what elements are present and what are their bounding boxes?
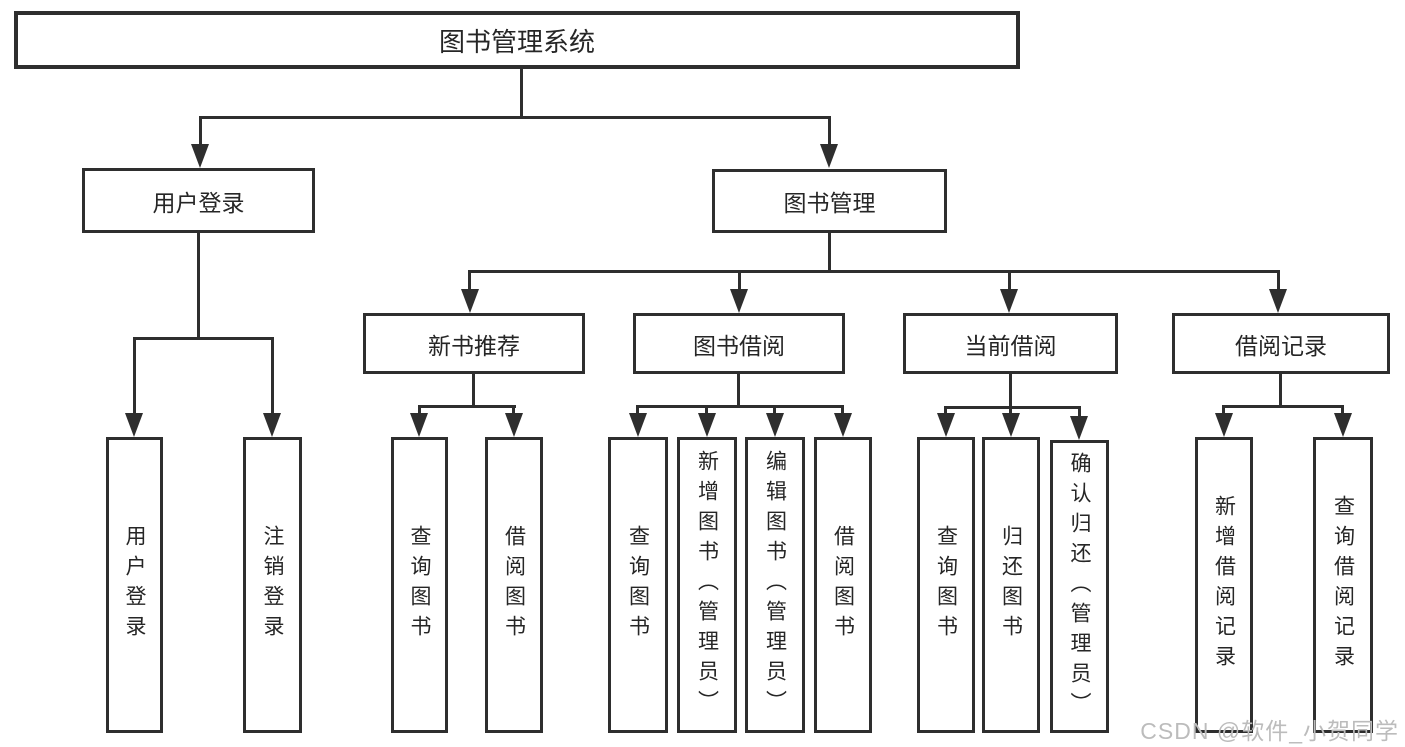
node-leaf-edit-books-admin-label: 编辑图书（管理员） xyxy=(763,450,787,720)
connector-arrow-shaft xyxy=(773,408,776,415)
csdn-watermark: CSDN @软件_小贺同学 xyxy=(1140,718,1399,744)
node-book-management: 图书管理 xyxy=(712,169,947,233)
node-leaf-user-login-label: 用户登录 xyxy=(123,525,146,645)
node-book-management-label: 图书管理 xyxy=(783,190,876,216)
arrowhead-down-icon xyxy=(1269,289,1287,313)
connector-book-borrow-stem xyxy=(737,374,740,408)
connector-current-borrow-rail xyxy=(944,406,1081,409)
connector-level2-rail xyxy=(199,116,831,119)
arrowhead-down-icon xyxy=(125,413,143,437)
node-new-book-recommend: 新书推荐 xyxy=(363,313,585,374)
arrowhead-down-icon xyxy=(766,413,784,437)
node-new-book-recommend-label: 新书推荐 xyxy=(428,332,520,359)
node-library-system: 图书管理系统 xyxy=(14,11,1020,69)
node-leaf-query-books-1-label: 查询图书 xyxy=(408,525,431,645)
arrowhead-down-icon xyxy=(730,289,748,313)
arrowhead-down-icon xyxy=(820,144,838,168)
arrowhead-down-icon xyxy=(1334,413,1352,437)
node-leaf-return-books: 归还图书 xyxy=(982,437,1040,733)
node-leaf-add-books-admin: 新增图书（管理员） xyxy=(677,437,737,733)
arrowhead-down-icon xyxy=(505,413,523,437)
node-leaf-query-books-2-label: 查询图书 xyxy=(626,525,650,645)
node-leaf-borrow-books-2: 借阅图书 xyxy=(814,437,872,733)
connector-arrow-shaft xyxy=(1341,408,1344,415)
node-leaf-add-borrow-record-label: 新增借阅记录 xyxy=(1212,495,1236,675)
connector-borrow-records-stem xyxy=(1279,374,1282,408)
node-leaf-logout: 注销登录 xyxy=(243,437,302,733)
arrowhead-down-icon xyxy=(1070,416,1088,440)
connector-arrow-shaft xyxy=(1222,408,1225,415)
node-leaf-borrow-books-1: 借阅图书 xyxy=(485,437,543,733)
node-leaf-query-borrow-record: 查询借阅记录 xyxy=(1313,437,1373,733)
arrowhead-down-icon xyxy=(698,413,716,437)
node-leaf-query-books-1: 查询图书 xyxy=(391,437,448,733)
node-book-borrow: 图书借阅 xyxy=(633,313,845,374)
arrowhead-down-icon xyxy=(629,413,647,437)
connector-user-login-rail xyxy=(133,337,274,340)
arrowhead-down-icon xyxy=(1000,289,1018,313)
arrowhead-down-icon xyxy=(834,413,852,437)
connector-arrow-shaft xyxy=(705,408,708,415)
connector-level3-rail xyxy=(468,270,1280,273)
node-leaf-query-books-2: 查询图书 xyxy=(608,437,668,733)
connector-arrow-shaft xyxy=(271,340,274,414)
connector-arrow-shaft xyxy=(418,408,421,415)
connector-arrow-shaft xyxy=(944,409,947,415)
connector-arrow-shaft xyxy=(1078,409,1081,418)
arrowhead-down-icon xyxy=(263,413,281,437)
node-leaf-borrow-books-1-label: 借阅图书 xyxy=(502,525,526,645)
connector-arrow-shaft xyxy=(1009,409,1012,415)
node-leaf-logout-label: 注销登录 xyxy=(261,525,284,645)
node-borrow-records-label: 借阅记录 xyxy=(1235,332,1327,359)
node-borrow-records: 借阅记录 xyxy=(1172,313,1390,374)
node-current-borrow-label: 当前借阅 xyxy=(964,332,1057,359)
node-leaf-return-books-label: 归还图书 xyxy=(999,525,1023,645)
connector-user-login-stem xyxy=(197,233,200,340)
node-leaf-query-books-3-label: 查询图书 xyxy=(934,525,958,645)
connector-arrow-shaft xyxy=(468,273,471,290)
node-leaf-confirm-return-admin: 确认归还（管理员） xyxy=(1050,440,1109,733)
connector-new-book-stem xyxy=(472,374,475,408)
arrowhead-down-icon xyxy=(191,144,209,168)
connector-arrow-shaft xyxy=(1008,273,1011,290)
node-book-borrow-label: 图书借阅 xyxy=(693,332,785,359)
connector-borrow-records-rail xyxy=(1222,405,1344,408)
node-leaf-query-books-3: 查询图书 xyxy=(917,437,975,733)
arrowhead-down-icon xyxy=(461,289,479,313)
node-user-login: 用户登录 xyxy=(82,168,315,233)
node-leaf-user-login: 用户登录 xyxy=(106,437,163,733)
arrowhead-down-icon xyxy=(937,413,955,437)
connector-book-mgmt-stem xyxy=(828,233,831,273)
arrowhead-down-icon xyxy=(1002,413,1020,437)
node-leaf-query-borrow-record-label: 查询借阅记录 xyxy=(1331,495,1355,675)
connector-book-borrow-rail xyxy=(636,405,844,408)
node-library-system-label: 图书管理系统 xyxy=(438,26,595,57)
connector-arrow-shaft xyxy=(1277,273,1280,290)
connector-new-book-rail xyxy=(418,405,516,408)
node-leaf-borrow-books-2-label: 借阅图书 xyxy=(831,525,855,645)
node-current-borrow: 当前借阅 xyxy=(903,313,1118,374)
connector-arrow-shaft xyxy=(841,408,844,415)
connector-arrow-shaft xyxy=(512,408,515,415)
connector-arrow-shaft xyxy=(133,340,136,414)
node-leaf-add-books-admin-label: 新增图书（管理员） xyxy=(695,450,719,720)
connector-arrow-shaft xyxy=(828,119,831,146)
connector-arrow-shaft xyxy=(199,119,202,146)
connector-arrow-shaft xyxy=(636,408,639,415)
node-user-login-label: 用户登录 xyxy=(152,189,245,216)
node-leaf-confirm-return-admin-label: 确认归还（管理员） xyxy=(1068,451,1091,722)
connector-root-stem xyxy=(520,69,523,119)
arrowhead-down-icon xyxy=(1215,413,1233,437)
arrowhead-down-icon xyxy=(410,413,428,437)
node-leaf-edit-books-admin: 编辑图书（管理员） xyxy=(745,437,805,733)
connector-arrow-shaft xyxy=(738,273,741,290)
node-leaf-add-borrow-record: 新增借阅记录 xyxy=(1195,437,1253,733)
connector-current-borrow-stem xyxy=(1009,374,1012,409)
